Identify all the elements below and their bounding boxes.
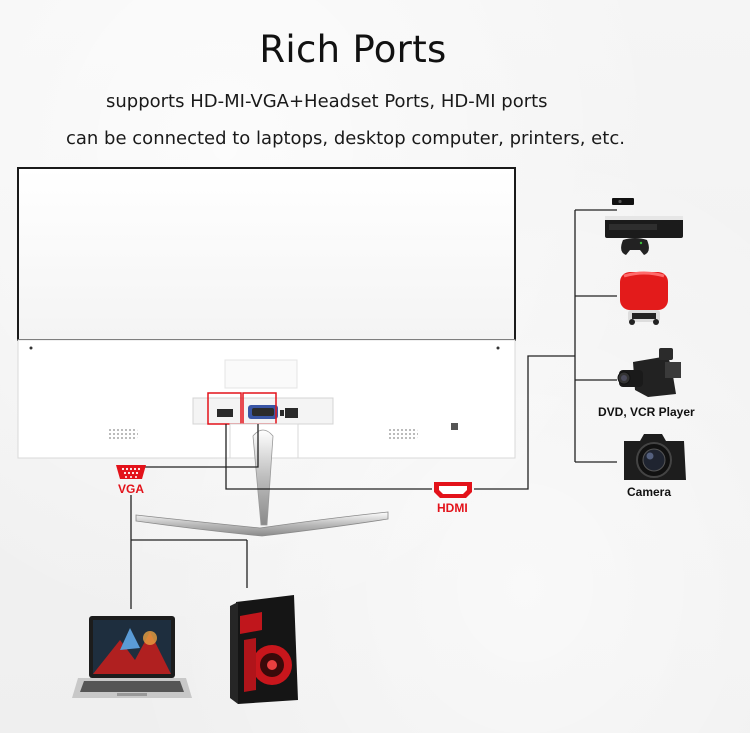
desktop-tower-icon xyxy=(230,595,298,704)
laptop-icon xyxy=(72,616,192,698)
hdmi-highlight xyxy=(207,392,242,425)
monitor xyxy=(17,167,516,459)
vga-port-icon xyxy=(116,465,146,479)
page-title: Rich Ports xyxy=(259,28,447,71)
camcorder-icon xyxy=(617,348,681,397)
speaker-icon xyxy=(620,271,668,325)
connection-lines xyxy=(130,209,617,609)
hdmi-port-icon xyxy=(434,482,472,498)
dvd-vcr-caption: DVD, VCR Player xyxy=(598,405,695,419)
subtitle-line-1: supports HD-MI-VGA+Headset Ports, HD-MI … xyxy=(106,91,548,112)
camera-icon xyxy=(624,434,686,480)
hdmi-label: HDMI xyxy=(437,501,468,515)
camera-caption: Camera xyxy=(627,485,672,499)
game-console-icon xyxy=(605,198,683,255)
vga-label: VGA xyxy=(118,482,145,496)
subtitle-line-2: can be connected to laptops, desktop com… xyxy=(66,128,625,149)
